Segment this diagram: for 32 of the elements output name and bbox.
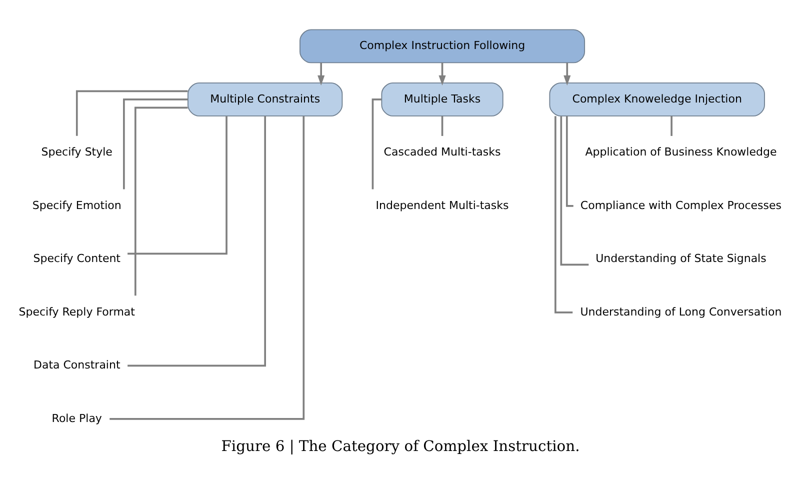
node-box: Complex Instruction Following: [300, 29, 586, 64]
arrow: [438, 62, 446, 86]
node-text: Compliance with Complex Processes: [580, 198, 782, 212]
connector: [76, 90, 188, 136]
connector: [670, 116, 672, 136]
node-text: Specify Style: [41, 146, 112, 159]
node-box: Multiple Constraints: [188, 82, 343, 116]
node-text: Role Play: [52, 412, 102, 425]
arrow: [564, 62, 571, 86]
connector: [110, 116, 305, 420]
connector: [560, 116, 589, 266]
connector: [441, 116, 444, 136]
node-text: Application of Business Knowledge: [585, 146, 777, 159]
connector: [128, 116, 228, 255]
connector: [134, 106, 188, 296]
node-text: Specify Reply Format: [18, 305, 136, 318]
connector: [566, 116, 574, 207]
node-text: Cascaded Multi-tasks: [384, 146, 501, 159]
node-text: Understanding of State Signals: [596, 252, 766, 266]
arrow: [318, 62, 325, 86]
node-text: Specify Emotion: [32, 198, 122, 212]
connector: [128, 116, 266, 367]
node-box: Complex Knoweledge Injection: [549, 82, 765, 116]
connector: [372, 98, 382, 190]
connector: [554, 116, 573, 314]
node-text: Understanding of Long Conversation: [580, 305, 782, 318]
node-text: Independent Multi-tasks: [376, 198, 509, 212]
connector: [123, 98, 188, 190]
node-text: Data Constraint: [33, 358, 120, 372]
caption: Figure 6 | The Category of Complex Instruction.: [221, 438, 580, 455]
node-text: Specify Content: [33, 252, 121, 266]
node-box: Multiple Tasks: [381, 82, 504, 116]
